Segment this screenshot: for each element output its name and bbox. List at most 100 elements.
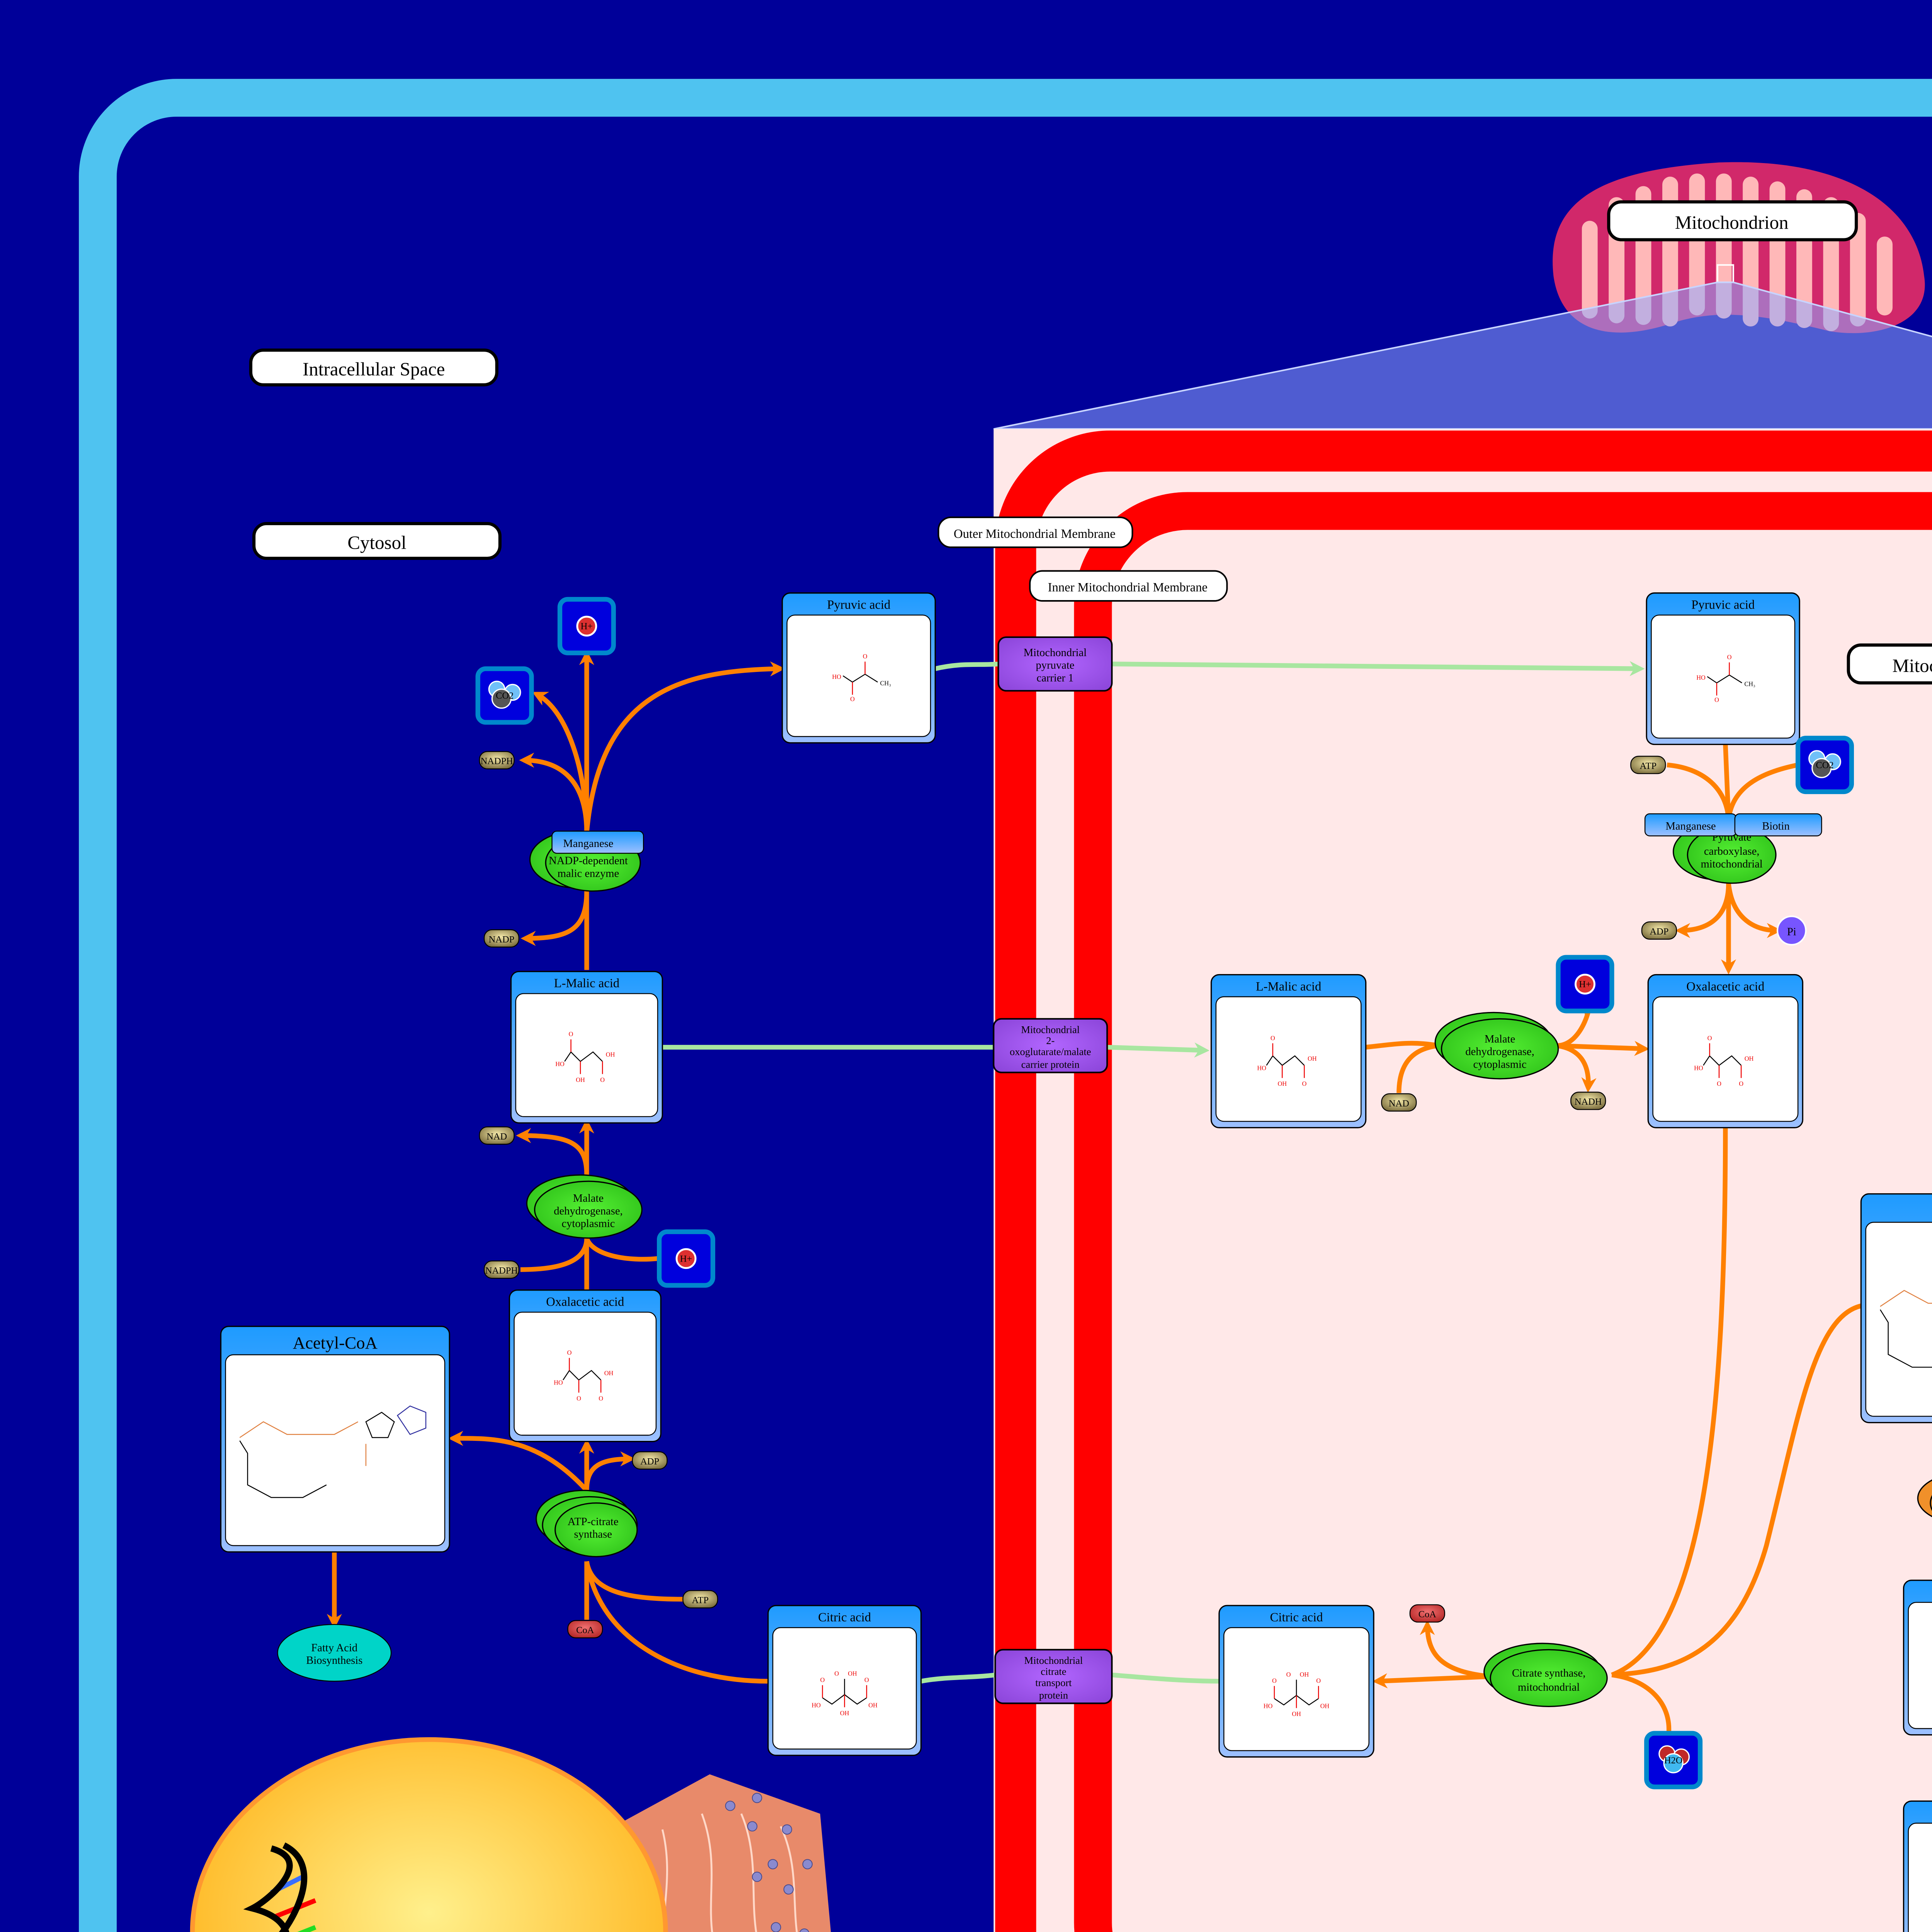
malate-transport-arrow <box>1107 1042 1210 1058</box>
svg-text:NAD: NAD <box>486 1131 507 1142</box>
inner-mitochondrial-membrane <box>1074 492 1932 1932</box>
svg-text:Mitochondrion: Mitochondrion <box>1675 212 1789 233</box>
svg-text:Pi: Pi <box>1787 926 1796 938</box>
svg-text:O: O <box>1708 1034 1712 1042</box>
svg-text:O: O <box>567 1349 572 1356</box>
svg-text:Manganese: Manganese <box>1665 820 1716 832</box>
h2o-icon[interactable]: H2O <box>1644 1731 1703 1789</box>
small-molecule-adp[interactable]: ADP <box>632 1451 668 1470</box>
cofactor-manganese: Manganese <box>551 830 644 854</box>
svg-text:Inner Mitochondrial Membrane: Inner Mitochondrial Membrane <box>1048 581 1208 595</box>
svg-text:NADH: NADH <box>1575 1097 1602 1107</box>
proton-icon[interactable]: H+ <box>657 1229 716 1288</box>
svg-text:OH: OH <box>1320 1702 1330 1709</box>
svg-text:HO: HO <box>1694 1064 1703 1071</box>
svg-text:O: O <box>834 1670 839 1677</box>
metabolite-cyto-acetylcoa[interactable]: Acetyl-CoA <box>220 1326 450 1553</box>
svg-text:H+: H+ <box>1579 979 1591 990</box>
small-molecule-coa[interactable]: CoA <box>567 1620 603 1638</box>
svg-text:CoA: CoA <box>1418 1609 1437 1620</box>
svg-text:NADP: NADP <box>489 934 515 945</box>
small-molecule-atp[interactable]: ATP <box>1630 755 1666 774</box>
svg-text:HO: HO <box>1257 1064 1267 1071</box>
svg-text:ADP: ADP <box>1650 926 1668 937</box>
outer-mitochondrial-membrane <box>995 430 1932 1932</box>
svg-text:O: O <box>1270 1034 1275 1042</box>
metabolite-mito-acetylcoa[interactable]: Acetyl-CoA <box>1860 1193 1932 1423</box>
small-molecule-nadph[interactable]: NADPH <box>479 751 515 770</box>
small-molecule-atp[interactable]: ATP <box>682 1590 718 1609</box>
proton-icon[interactable]: H+ <box>1556 955 1614 1014</box>
nucleus <box>190 1737 668 1932</box>
svg-text:OH: OH <box>606 1051 615 1058</box>
svg-text:Outer Mitochondrial Membrane: Outer Mitochondrial Membrane <box>954 527 1116 541</box>
label-mitochondrion: Mitochondrion <box>1607 200 1858 242</box>
citrate-transport-line-2 <box>1112 1672 1223 1684</box>
small-molecule-nad[interactable]: NAD <box>479 1126 515 1145</box>
svg-text:O: O <box>820 1676 825 1684</box>
small-molecule-nadph[interactable]: NADPH <box>483 1260 520 1279</box>
small-molecule-nadh[interactable]: NADH <box>1570 1092 1606 1110</box>
svg-text:ADP: ADP <box>640 1456 659 1467</box>
cofactor-manganese: Manganese <box>1644 813 1737 837</box>
metabolite-name: L-Malic acid <box>554 976 619 990</box>
small-molecule-coa[interactable]: CoA <box>1409 1604 1445 1623</box>
zoom-projection <box>993 281 1932 430</box>
chemical-structure <box>239 1405 427 1498</box>
proton-icon[interactable]: H+ <box>557 597 616 655</box>
svg-text:NAD: NAD <box>1389 1098 1409 1109</box>
label-intracellular-space: Intracellular Space <box>249 349 498 386</box>
dna-helix-icon <box>243 1842 316 1932</box>
metabolite-glucose[interactable]: D-GlucoseOHHOHOOHOHO <box>1903 1800 1932 1932</box>
svg-text:NADPH: NADPH <box>485 1265 518 1276</box>
small-molecule-nadp[interactable]: NADP <box>483 929 520 948</box>
svg-text:ATP: ATP <box>1640 761 1657 771</box>
small-molecule-adp[interactable]: ADP <box>1641 921 1677 940</box>
label-outer-membrane: Outer Mitochondrial Membrane <box>937 516 1133 548</box>
svg-text:O: O <box>599 1395 603 1402</box>
svg-text:NADPH: NADPH <box>481 756 513 767</box>
endoplasmic-reticulum <box>623 1774 831 1932</box>
svg-text:O: O <box>1717 1080 1721 1087</box>
chemical-structure <box>1879 1290 1932 1368</box>
label-inner-membrane: Inner Mitochondrial Membrane <box>1029 570 1228 602</box>
label-mitochondrial-matrix: Mitochondrial Matrix <box>1847 643 1932 685</box>
enzyme-pyruvate-dehydrogenase[interactable]: Pyruvatedehydrogenase E1 Thiaminepyropho… <box>1917 1465 1932 1530</box>
svg-text:OH: OH <box>1278 1080 1287 1087</box>
co2-icon[interactable]: CO2 <box>1795 736 1854 794</box>
svg-text:CH₃: CH₃ <box>1744 680 1755 688</box>
co2-icon[interactable]: CO2 <box>475 666 534 725</box>
svg-text:O: O <box>1316 1677 1321 1684</box>
cofactor-biotin: Biotin <box>1734 813 1822 837</box>
enzyme-citrate-synthase[interactable]: Citrate synthase,mitochondrial <box>1483 1643 1608 1707</box>
svg-text:CO2: CO2 <box>496 690 514 701</box>
svg-text:OH: OH <box>576 1076 585 1083</box>
label-cytosol: Cytosol <box>252 522 502 560</box>
metabolite-name: Oxalacetic acid <box>546 1295 624 1309</box>
small-molecule-nad[interactable]: NAD <box>1381 1093 1417 1112</box>
